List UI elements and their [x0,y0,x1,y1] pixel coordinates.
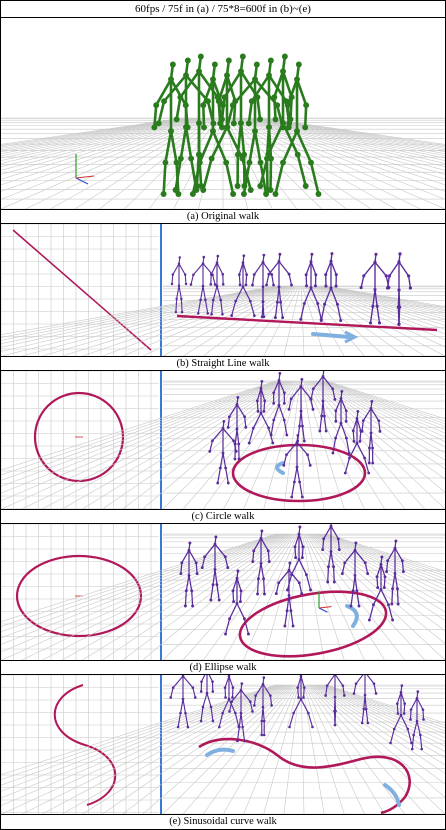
retargeted-skeleton [288,675,314,728]
floor-grid [1,286,445,356]
top-view-grid [1,371,159,509]
caption-ellipse-walk: (d) Ellipse walk [1,660,445,674]
panel-straight-line-walk: (b) Straight Line walk [1,224,445,371]
retargeted-skeleton [324,675,345,726]
floor-grid [1,534,445,660]
circle-walk-scene [1,371,445,509]
direction-arrow [385,785,399,805]
retargeted-skeleton [353,675,378,724]
retargeted-skeleton [344,410,370,474]
caption-circle-walk: (c) Circle walk [1,509,445,523]
caption-sinusoidal-walk: (e) Sinusoidal curve walk [1,814,445,828]
axis-z [319,608,327,612]
retargeted-skeleton [251,530,270,596]
sinusoidal-walk-scene [1,675,445,814]
direction-arrow [347,606,357,626]
top-view-sinusoid-path [55,685,116,805]
direction-arrow [277,463,283,473]
retargeted-skeleton [310,371,337,432]
retargeted-skeleton [179,542,198,608]
caption-original-walk: (a) Original walk [1,209,445,223]
retargeted-skeleton [171,256,188,313]
figure-header: 60fps / 75f in (a) / 75*8=600f in (b)~(e… [1,1,445,18]
retargeted-skeleton [385,540,405,606]
panel-ellipse-walk: (d) Ellipse walk [1,524,445,675]
top-view-grid [1,524,159,660]
panel-original-walk: (a) Original walk [1,18,445,224]
panel-sinusoidal-walk: (e) Sinusoidal curve walk [1,675,445,828]
direction-arrow [207,750,233,755]
floor-grid [1,118,445,209]
retargeted-skeleton [341,542,369,608]
ellipse-walk-scene [1,524,445,660]
axis-x [319,607,332,608]
panel-circle-walk: (c) Circle walk [1,371,445,524]
straight-line-walk-scene [1,224,445,356]
top-view-grid [1,675,159,814]
retargeted-skeleton [209,255,224,316]
caption-straight-line-walk: (b) Straight Line walk [1,356,445,370]
retargeted-skeleton [282,434,311,498]
top-view-path-line [13,230,151,350]
original-walk-scene [1,18,445,209]
retargeted-skeleton [368,556,394,622]
